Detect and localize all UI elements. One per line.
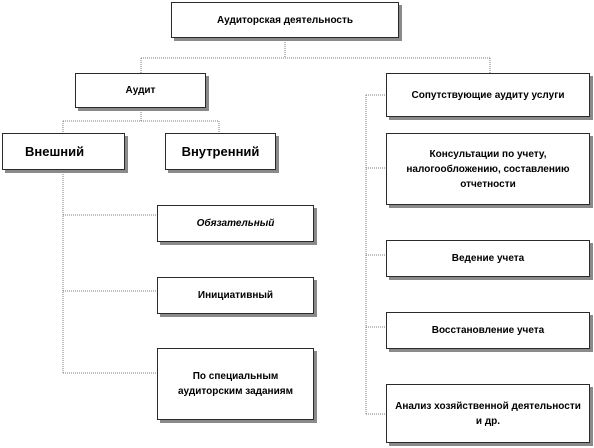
audit-node: Аудит (75, 73, 206, 108)
related-services-node: Сопутствующие аудиту услуги (386, 73, 590, 117)
root-node: Аудиторская деятельность (171, 2, 399, 38)
special-assignment-audit-node: По специальным аудиторским заданиям (157, 348, 314, 420)
initiative-audit-node: Инициативный (157, 277, 314, 314)
mandatory-audit-node: Обязательный (157, 205, 314, 242)
service-restoration-node: Восстановление учета (386, 312, 590, 349)
service-consulting-node: Консультации по учету, налогообложению, … (386, 133, 590, 205)
service-analysis-node: Анализ хозяйственной деятельности и др. (386, 384, 590, 443)
internal-audit-node: Внутренний (165, 133, 276, 170)
service-bookkeeping-node: Ведение учета (386, 240, 590, 277)
external-audit-node: Внешний (2, 133, 125, 170)
